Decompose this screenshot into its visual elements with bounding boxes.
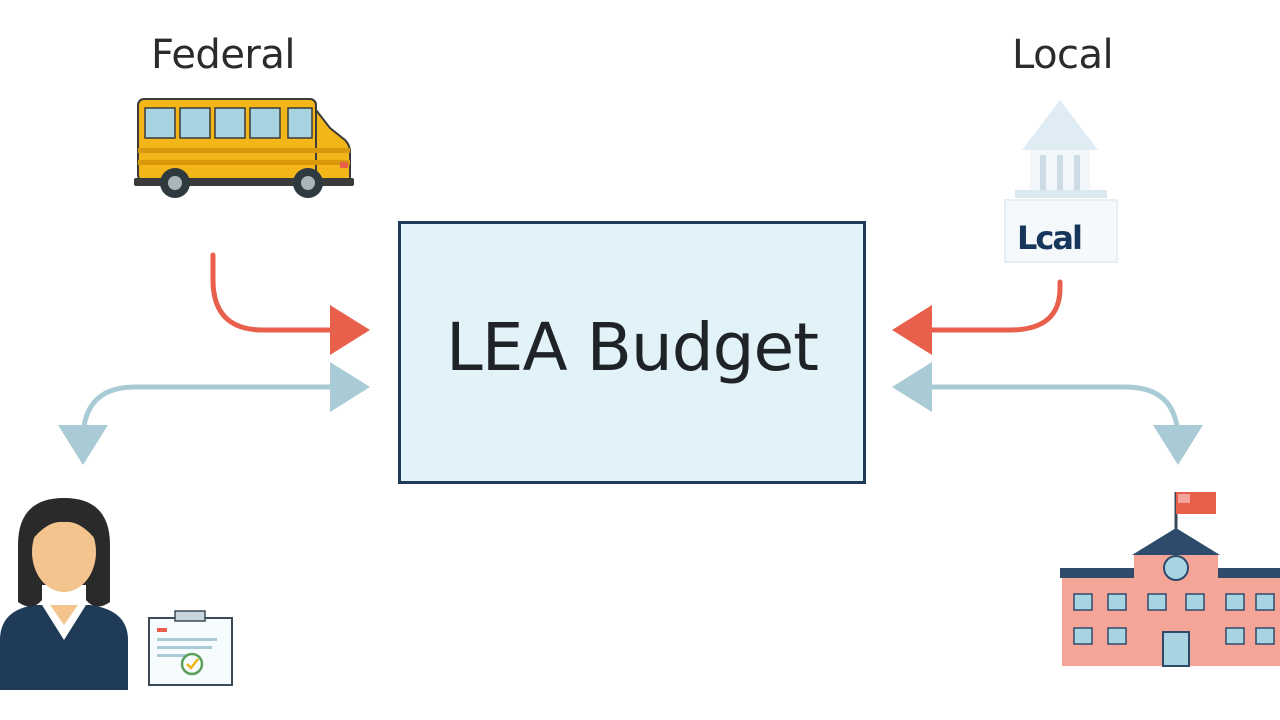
local-label: Local bbox=[1012, 32, 1114, 78]
federal-to-budget-arrow bbox=[210, 252, 370, 355]
local-sign-text: Lcal bbox=[1017, 219, 1083, 257]
city-hall-icon bbox=[1004, 100, 1118, 263]
lea-budget-title: LEA Budget bbox=[446, 309, 819, 386]
budget-teacher-exchange-arrow bbox=[58, 362, 370, 465]
school-bus-icon bbox=[134, 98, 354, 198]
budget-school-exchange-arrow bbox=[892, 362, 1203, 465]
local-to-budget-arrow bbox=[892, 279, 1063, 355]
teacher-icon bbox=[0, 498, 128, 690]
clipboard-icon bbox=[148, 610, 233, 686]
school-building-icon bbox=[1060, 492, 1280, 667]
lea-budget-box: LEA Budget bbox=[398, 221, 866, 484]
federal-label: Federal bbox=[151, 32, 296, 78]
